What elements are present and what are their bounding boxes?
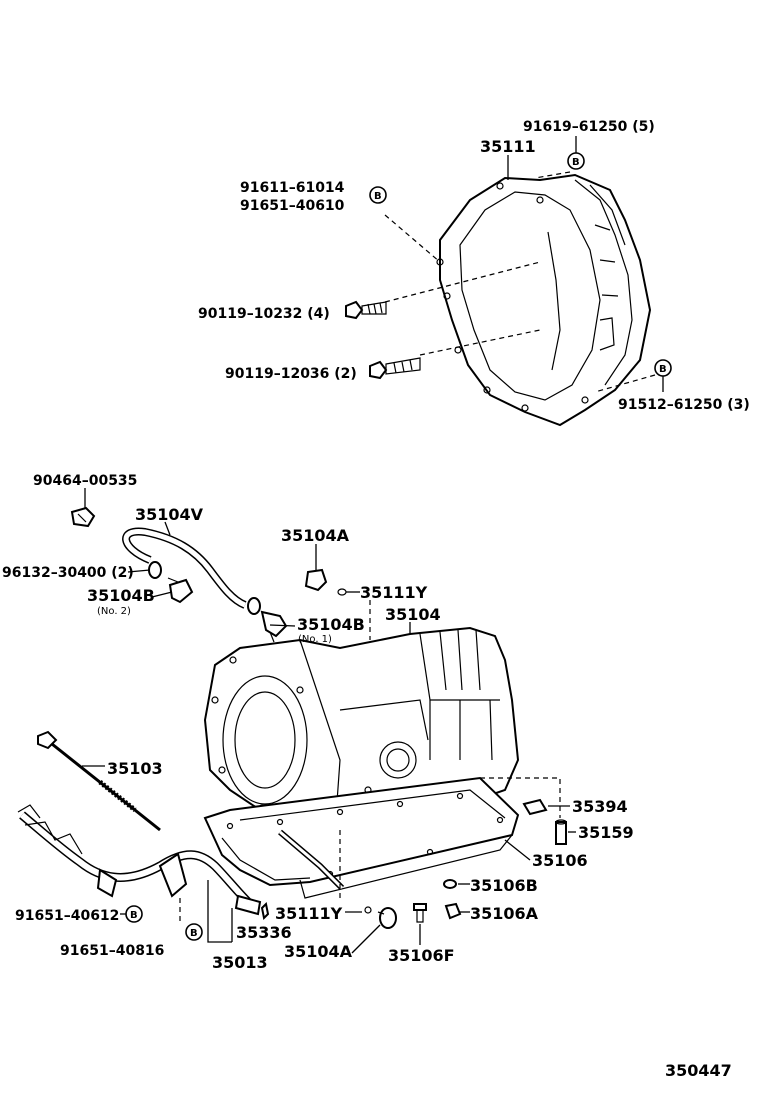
clip-90464-icon bbox=[70, 506, 96, 528]
converter-housing-drawing bbox=[436, 173, 652, 427]
badge-b-icon: B bbox=[125, 905, 143, 923]
svg-text:B: B bbox=[130, 910, 138, 921]
label-35104: 35104 bbox=[385, 605, 441, 624]
label-35104b-no2: 35104B bbox=[87, 586, 155, 605]
plug-35104a-icon bbox=[304, 568, 328, 592]
label-35106f: 35106F bbox=[388, 946, 455, 965]
label-91512-61250: 91512–61250 (3) bbox=[618, 397, 750, 413]
svg-text:B: B bbox=[374, 191, 382, 202]
transmission-case-drawing bbox=[203, 626, 520, 832]
label-91651-40612: 91651–40612 bbox=[15, 908, 119, 924]
union-35104b-no2-icon bbox=[167, 577, 194, 604]
plug-35104a-bottom-icon bbox=[377, 907, 397, 929]
label-35106b: 35106B bbox=[470, 876, 538, 895]
badge-b-icon: B bbox=[185, 923, 203, 941]
label-35106a: 35106A bbox=[470, 904, 539, 923]
badge-b-icon: B bbox=[567, 152, 585, 170]
badge-b-icon: B bbox=[369, 186, 387, 204]
label-35106: 35106 bbox=[532, 851, 588, 870]
svg-text:B: B bbox=[190, 928, 198, 939]
label-no2-note: (No. 2) bbox=[97, 606, 131, 617]
label-35104v: 35104V bbox=[135, 505, 204, 524]
bolt-90119-12036-icon bbox=[369, 357, 421, 380]
label-91611-61014: 91611–61014 bbox=[240, 180, 345, 196]
label-96132-30400: 96132–30400 (2) bbox=[2, 565, 134, 581]
label-no1-note: (No. 1) bbox=[298, 634, 332, 645]
bolt-90119-10232-icon bbox=[345, 300, 387, 320]
label-90464-00535: 90464–00535 bbox=[33, 473, 137, 489]
plug-35106a-icon bbox=[444, 902, 462, 920]
hose-clamp-icon bbox=[247, 597, 261, 615]
label-35111y-bottom: 35111Y bbox=[275, 904, 343, 923]
union-35104b-no1-icon bbox=[260, 610, 288, 643]
svg-text:B: B bbox=[659, 364, 667, 375]
strainer-35159-icon bbox=[555, 819, 567, 845]
label-35104a-top: 35104A bbox=[281, 526, 350, 545]
label-35394: 35394 bbox=[572, 797, 628, 816]
oring-35111y-bottom-icon bbox=[260, 901, 270, 921]
drain-bolt-35106f-icon bbox=[413, 903, 427, 923]
label-35336: 35336 bbox=[236, 923, 292, 942]
hose-clamp-icon bbox=[148, 561, 162, 579]
diagram-number: 350447 bbox=[665, 1061, 732, 1080]
label-35104b-no1: 35104B bbox=[297, 615, 365, 634]
label-91651-40610: 91651–40610 bbox=[240, 198, 345, 214]
gasket-35106b-icon bbox=[443, 879, 457, 889]
label-90119-10232: 90119–10232 (4) bbox=[198, 306, 330, 322]
label-91651-40816: 91651–40816 bbox=[60, 943, 164, 959]
filler-tube-drawing bbox=[17, 804, 252, 906]
magnet-35394-icon bbox=[522, 798, 548, 816]
badge-b-icon: B bbox=[654, 359, 672, 377]
label-90119-12036: 90119–12036 (2) bbox=[225, 366, 357, 382]
oil-cooler-hose-drawing bbox=[122, 527, 247, 609]
label-35159: 35159 bbox=[578, 823, 634, 842]
label-35013: 35013 bbox=[212, 953, 268, 972]
label-35104a-bottom: 35104A bbox=[284, 942, 353, 961]
svg-text:B: B bbox=[572, 157, 580, 168]
tube-35336-icon bbox=[234, 894, 262, 916]
dipstick-35103-drawing bbox=[37, 730, 161, 832]
label-35103: 35103 bbox=[107, 759, 163, 778]
label-91619-61250: 91619–61250 (5) bbox=[523, 119, 655, 135]
label-35111y-top: 35111Y bbox=[360, 583, 428, 602]
label-35111: 35111 bbox=[480, 137, 536, 156]
